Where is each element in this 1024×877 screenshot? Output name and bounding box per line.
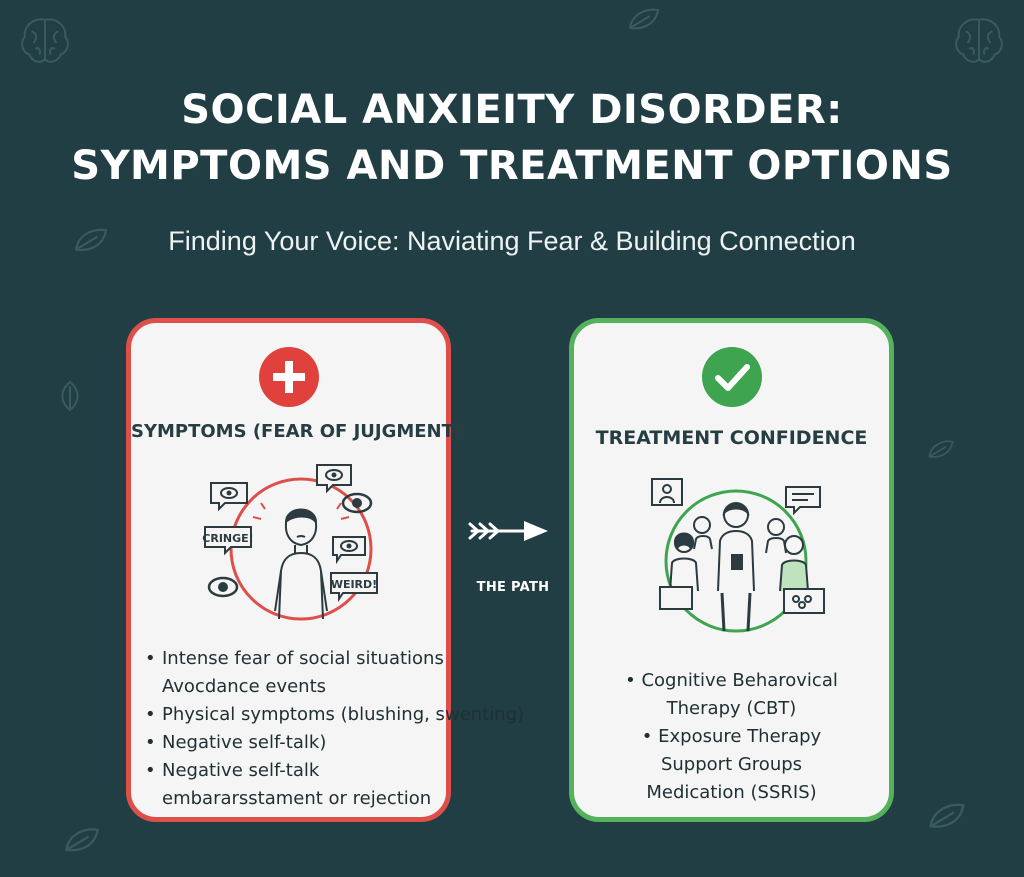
leaf-icon: [61, 380, 79, 412]
list-item: Therapy (CBT): [666, 698, 797, 719]
plus-icon: [272, 361, 305, 393]
brain-icon: [21, 18, 69, 63]
anxious-person-illustration: CRINGE! WEIRD!: [202, 464, 378, 621]
list-item: Medication (SSRIS): [646, 782, 817, 803]
list-item: Exposure Therapy: [574, 723, 889, 751]
plus-badge: [258, 347, 319, 407]
symptoms-title: SYMPTOMS (FEAR OF JUJGMENT): [131, 421, 463, 442]
list-item: Negative self-talk: [145, 757, 450, 785]
symptoms-card: SYMPTOMS (FEAR OF JUJGMENT): [126, 318, 524, 822]
list-item: Intense fear of social situations: [145, 645, 450, 673]
page-title: SOCIAL ANXIEITY DISORDER: SYMPTOMS AND T…: [0, 82, 1024, 194]
symptoms-list: Intense fear of social situations Avocda…: [145, 645, 524, 813]
title-line-2: SYMPTOMS AND TREATMENT OPTIONS: [71, 143, 953, 189]
treatment-title: TREATMENT CONFIDENCE: [595, 427, 868, 449]
path-label: THE PATH: [476, 580, 550, 595]
list-item: Support Groups: [660, 754, 803, 775]
page-subtitle: Finding Your Voice: Naviating Fear & Bui…: [168, 226, 856, 256]
cringe-bubble-text: CRINGE!: [202, 532, 253, 545]
list-item: embararsstament or rejection: [162, 788, 432, 809]
leaf-icon: [929, 803, 965, 828]
check-icon: [714, 364, 750, 391]
treatment-card: TREATMENT CONFIDENCE: [569, 318, 894, 822]
arrow-right-icon: [468, 521, 548, 541]
list-item: Physical symptoms (blushing, swenting): [145, 701, 524, 729]
weird-bubble-text: WEIRD!: [331, 578, 377, 591]
list-item: Negative self-talk): [145, 729, 450, 757]
list-item: Cognitive Beharovical: [574, 667, 889, 695]
leaf-icon: [65, 828, 99, 852]
title-line-1: SOCIAL ANXIEITY DISORDER:: [181, 87, 843, 133]
leaf-icon: [928, 440, 954, 458]
brain-icon: [955, 18, 1003, 63]
list-item: Avocdance events: [162, 676, 327, 697]
leaf-icon: [628, 8, 660, 30]
check-badge: [701, 347, 762, 407]
leaf-icon: [74, 228, 108, 251]
support-group-illustration: [651, 478, 825, 633]
treatment-list: Cognitive Beharovical Therapy (CBT) Expo…: [574, 667, 889, 807]
